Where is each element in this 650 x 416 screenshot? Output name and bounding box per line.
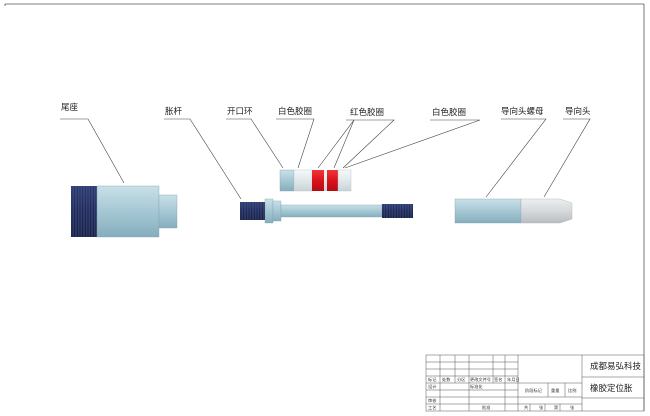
label-guide-head: 导向头 xyxy=(565,106,591,117)
title-block: 成都易弘科技 橡胶定位胀 标记 处数 分区 更改文件号 签名 年月日 设计 标准… xyxy=(425,354,645,412)
tb-approve: 批准 xyxy=(482,404,490,411)
white-rubber-ring-2 xyxy=(337,169,352,192)
guide-head-nut-part xyxy=(454,198,522,224)
tb-total: 共 xyxy=(524,404,528,411)
label-white-ring-1: 白色胶圈 xyxy=(278,106,312,117)
tb-design: 设计 xyxy=(428,383,436,390)
rubber-ring-stack xyxy=(279,169,352,192)
tb-zone: 分区 xyxy=(457,376,465,383)
tb-sheet2: 张 xyxy=(570,404,575,411)
label-split-ring: 开口环 xyxy=(227,107,253,117)
tb-sheet: 张 xyxy=(539,404,544,411)
split-ring-part xyxy=(264,198,274,224)
tb-no: 第 xyxy=(554,404,558,411)
red-rubber-ring-1 xyxy=(312,170,324,191)
label-white-ring-2: 白色胶圈 xyxy=(432,107,466,118)
red-rubber-ring-2 xyxy=(327,170,338,191)
label-red-ring: 红色胶圈 xyxy=(350,107,384,118)
red-ring-spacer xyxy=(324,170,327,191)
tb-signature: 签名 xyxy=(494,376,502,383)
tb-weight: 重量 xyxy=(551,387,559,394)
label-guide-nut: 导向头螺母 xyxy=(501,106,544,117)
split-ring-sleeve xyxy=(279,169,295,192)
label-mandrel: 胀杆 xyxy=(165,106,183,117)
title-block-drawing-name: 橡胶定位胀 xyxy=(590,383,633,394)
leader-lines xyxy=(60,118,591,200)
label-tailstock: 尾座 xyxy=(61,102,79,113)
guide-head-part xyxy=(520,198,573,224)
tb-process: 工艺 xyxy=(428,405,436,410)
tb-stage-mark: 阶段标记 xyxy=(525,387,543,394)
tb-date: 年月日 xyxy=(507,376,520,383)
tb-review: 审核 xyxy=(428,397,437,404)
tb-scale: 比例 xyxy=(568,387,576,394)
guide-head-assembly xyxy=(454,198,573,224)
mandrel-part xyxy=(240,198,413,224)
tb-marks: 标记 xyxy=(428,376,437,383)
tb-change-no: 更改文件号 xyxy=(470,376,491,383)
tailstock-part xyxy=(71,185,178,238)
title-block-company: 成都易弘科技 xyxy=(590,361,642,372)
tb-standard: 标准化 xyxy=(470,383,483,390)
tb-count: 处数 xyxy=(442,376,451,383)
white-rubber-ring-1 xyxy=(293,169,313,192)
